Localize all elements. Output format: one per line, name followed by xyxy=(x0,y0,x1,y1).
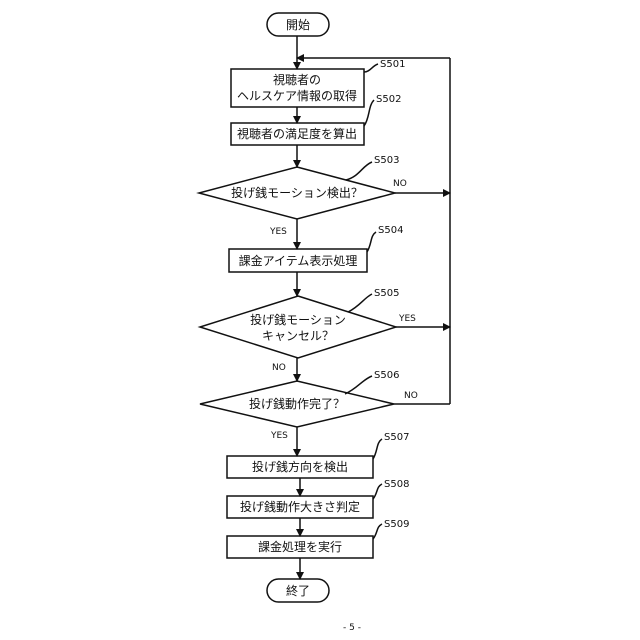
step-s503-text: 投げ銭モーション検出？ xyxy=(231,185,363,200)
s506-no-label: NO xyxy=(404,391,418,401)
s505-no-label: NO xyxy=(272,363,286,373)
end-label: 終了 xyxy=(286,583,310,598)
s505-yes-label: YES xyxy=(398,314,416,324)
leader-s503 xyxy=(346,162,372,180)
s506-yes-label: YES xyxy=(270,431,288,441)
leader-s504 xyxy=(367,232,376,252)
leader-s505 xyxy=(348,294,372,312)
step-s502-id: S502 xyxy=(376,94,401,105)
leader-s507 xyxy=(373,439,382,459)
leader-s508 xyxy=(373,484,382,499)
leader-s509 xyxy=(373,524,382,539)
step-s501-text-line1: 視聴者の xyxy=(273,72,321,87)
step-s503-id: S503 xyxy=(374,155,399,166)
step-s502-text: 視聴者の満足度を算出 xyxy=(237,126,357,141)
step-s506-text: 投げ銭動作完了？ xyxy=(249,396,345,411)
start-label: 開始 xyxy=(286,18,310,32)
leader-s506 xyxy=(345,376,372,394)
page-number: - 5 - xyxy=(343,623,361,633)
step-s504-id: S504 xyxy=(378,225,403,236)
step-s509-id: S509 xyxy=(384,519,409,530)
leader-s502 xyxy=(364,100,374,126)
step-s507-id: S507 xyxy=(384,432,409,443)
s503-yes-label: YES xyxy=(269,227,287,237)
step-s506-id: S506 xyxy=(374,370,399,381)
step-s501-text-line2: ヘルスケア情報の取得 xyxy=(237,88,357,103)
step-s507-text: 投げ銭方向を検出 xyxy=(252,459,348,474)
step-s508-id: S508 xyxy=(384,479,409,490)
leader-s501 xyxy=(364,64,378,72)
step-s505-text-line1: 投げ銭モーション xyxy=(250,312,346,327)
s503-no-label: NO xyxy=(393,179,407,189)
step-s508-text: 投げ銭動作大きさ判定 xyxy=(240,499,360,514)
step-s504-text: 課金アイテム表示処理 xyxy=(239,253,358,268)
step-s501-id: S501 xyxy=(380,59,405,70)
step-s505-text-line2: キャンセル？ xyxy=(262,329,334,343)
step-s505-id: S505 xyxy=(374,288,399,299)
step-s509-text: 課金処理を実行 xyxy=(258,539,342,554)
step-s505-diamond xyxy=(200,296,396,358)
